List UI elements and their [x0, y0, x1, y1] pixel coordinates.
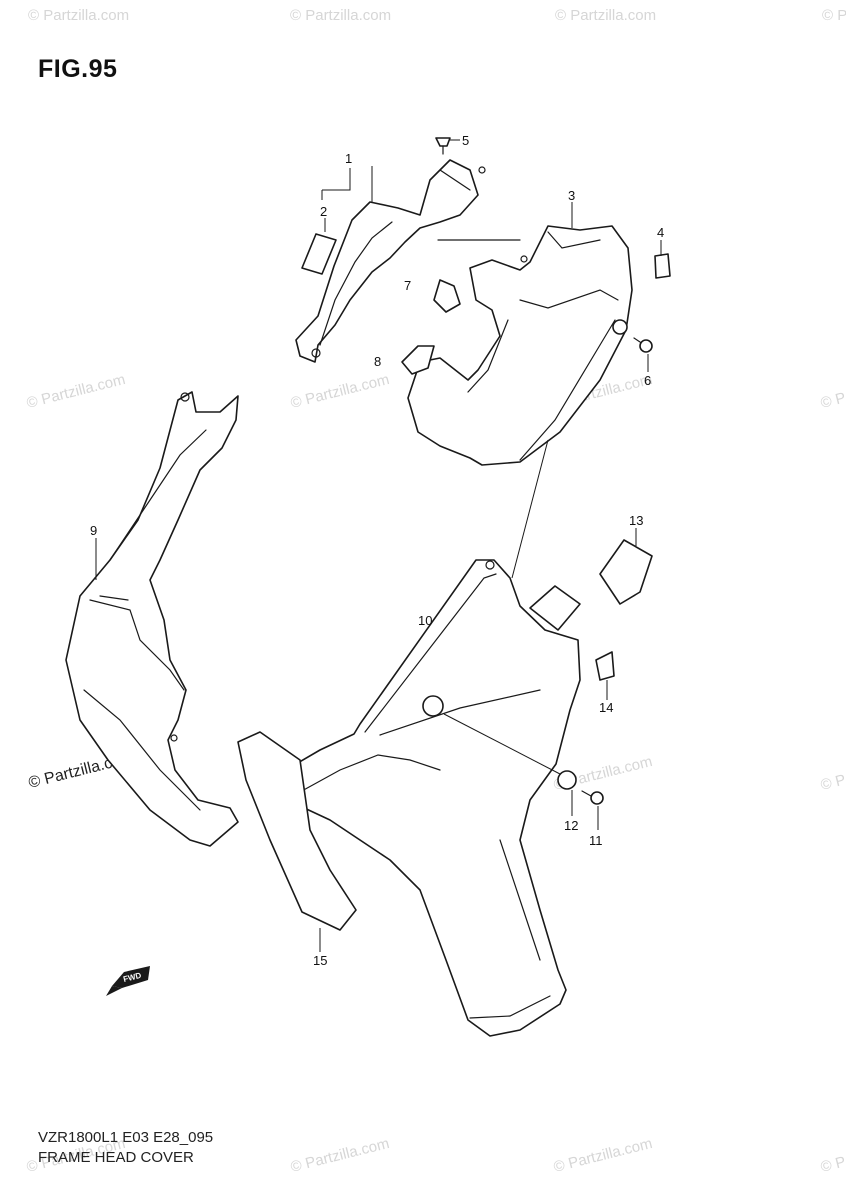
part-9-left-frame-cover[interactable]	[65, 391, 239, 847]
watermark: © Partzilla.com	[289, 1135, 391, 1176]
part-5-screw[interactable]	[435, 137, 451, 155]
forward-arrow-icon: FWD	[106, 966, 150, 996]
part-10-frame-head-cover[interactable]	[289, 559, 581, 1037]
callout-3: 3	[568, 188, 575, 203]
callout-15: 15	[313, 953, 327, 968]
callout-12: 12	[564, 818, 578, 833]
part-14-grommet[interactable]	[595, 651, 615, 681]
watermark: © Partzilla.com	[819, 753, 846, 794]
section-name: FRAME HEAD COVER	[38, 1149, 194, 1166]
callout-5: 5	[462, 133, 469, 148]
part-4-pad[interactable]	[654, 253, 671, 279]
forward-label: FWD	[122, 971, 142, 984]
callout-13: 13	[629, 513, 643, 528]
part-12-grommet[interactable]	[557, 770, 577, 790]
part-2-pad[interactable]	[301, 233, 337, 275]
callout-8: 8	[374, 354, 381, 369]
leader-lines	[95, 139, 662, 952]
callout-6: 6	[644, 373, 651, 388]
callout-7: 7	[404, 278, 411, 293]
part-3-upper-cover[interactable]	[407, 225, 633, 466]
callout-1: 1	[345, 151, 352, 166]
callout-2: 2	[320, 204, 327, 219]
watermark: © Partzilla.com	[25, 371, 127, 412]
assembly-line	[511, 439, 549, 579]
part-11-screw[interactable]	[581, 790, 604, 805]
watermark: © Partzilla.com	[290, 7, 391, 24]
callout-labels: 1 2 3 4 5 6 7 8 9 10 11 12 13 14 15	[90, 133, 664, 968]
watermark: © Partzilla.com	[555, 7, 656, 24]
watermark: © Partzilla.com	[552, 1135, 654, 1176]
model-code: VZR1800L1 E03 E28_095	[38, 1129, 214, 1146]
watermark: © Partzilla.com	[819, 1135, 846, 1176]
part-6-screw[interactable]	[633, 337, 653, 353]
watermark: © Partzilla.com	[819, 371, 846, 412]
part-15-strip[interactable]	[237, 731, 357, 931]
callout-10: 10	[418, 613, 432, 628]
figure-title: FIG.95	[38, 55, 118, 83]
watermark: © Partzilla.com	[289, 371, 391, 412]
part-7-pad[interactable]	[433, 279, 461, 313]
watermark: © Partzilla.com	[822, 7, 846, 24]
part-13-pad[interactable]	[599, 539, 653, 605]
callout-4: 4	[657, 225, 664, 240]
callout-9: 9	[90, 523, 97, 538]
part-1-bracket[interactable]	[295, 159, 486, 363]
watermark: © Partzilla.com	[28, 7, 129, 24]
callout-14: 14	[599, 700, 613, 715]
callout-11: 11	[589, 833, 603, 848]
part-8-pad[interactable]	[401, 345, 435, 375]
footer: VZR1800L1 E03 E28_095 FRAME HEAD COVER	[38, 1128, 213, 1168]
